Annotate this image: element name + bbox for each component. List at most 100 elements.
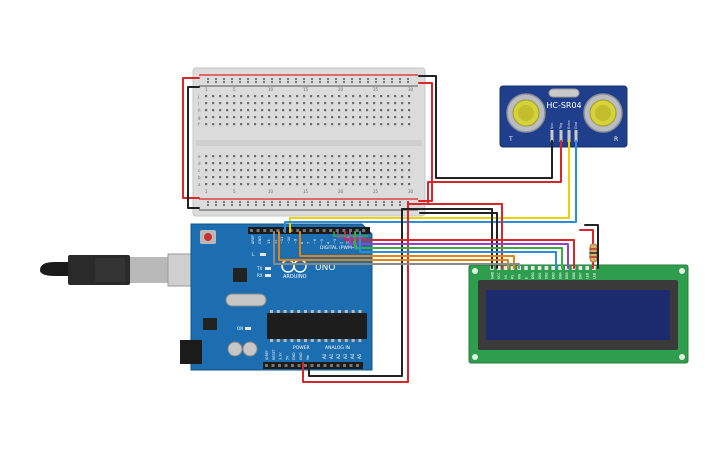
wires <box>182 75 599 383</box>
lcd-pin-label: DB6 <box>572 272 576 279</box>
lcd-pin-label: E <box>524 277 528 279</box>
wire-arduino-5v <box>302 201 409 383</box>
lcd-pin-label: DB4 <box>558 272 562 279</box>
arduino-pin-label: 13 <box>267 240 271 244</box>
bb-row-letter: f <box>198 122 200 127</box>
lcd-pin-label: DB7 <box>579 272 583 279</box>
usb-cable-plug <box>40 262 70 276</box>
bb-col-number: 10 <box>268 87 274 92</box>
arduino-brand: ARDUINO <box>283 274 307 280</box>
wire-lcd-db5 <box>354 231 563 269</box>
arduino-pin-label: ~11 <box>280 237 284 244</box>
sensor-pin[interactable] <box>567 130 571 142</box>
arduino-uno[interactable]: ARDUINO UNO DIGITAL (PWM~) POWER ANALOG … <box>40 223 373 371</box>
sensor-pin[interactable] <box>559 130 563 142</box>
led-label: RX <box>257 273 263 278</box>
led-indicator <box>265 267 271 270</box>
lcd-screen <box>486 290 670 340</box>
sensor-pin-label: Vcc <box>550 123 554 129</box>
sensor-model-label: HC-SR04 <box>546 101 581 110</box>
wire-lcd-v0 <box>273 231 520 269</box>
lcd-pin[interactable] <box>551 266 555 270</box>
arduino-power-pin-label: GND <box>299 352 303 360</box>
lcd-pin-label: DB1 <box>538 272 542 279</box>
lcd-pin-label: LED <box>586 272 590 279</box>
bb-row-letter: c <box>198 168 200 173</box>
wire-lcd-e <box>299 231 515 269</box>
wire-sensor-echo <box>289 140 570 233</box>
led-label: TX <box>256 266 262 271</box>
lcd-pin[interactable] <box>558 266 562 270</box>
arduino-analog-pin-label: A1 <box>329 353 334 359</box>
wire-sensor-gnd <box>418 75 553 179</box>
bb-row-letter: e <box>198 154 201 159</box>
analog-label: ANALOG IN <box>325 345 350 351</box>
lcd-pin[interactable] <box>565 266 569 270</box>
lcd-pin[interactable] <box>544 266 549 270</box>
lcd-pin[interactable] <box>531 266 535 270</box>
lcd-pin-label: LED <box>592 272 596 279</box>
bb-col-number: 15 <box>303 87 309 92</box>
arduino-pin-label: ~10 <box>287 237 291 244</box>
wire-led-supply <box>579 229 594 245</box>
led-indicator <box>245 327 251 330</box>
sensor-pin[interactable] <box>574 130 578 142</box>
bb-col-number: 1 <box>205 87 208 92</box>
bb-row-letter: a <box>198 182 201 187</box>
arduino-pin-label: 8 <box>300 242 304 244</box>
bb-row-letter: d <box>198 161 201 166</box>
sensor-pin[interactable] <box>550 130 554 142</box>
wire-lcd-vcc <box>407 203 503 269</box>
lcd-pin[interactable] <box>503 266 508 270</box>
bb-col-number: 1 <box>205 189 208 194</box>
arduino-analog-pin-label: A2 <box>336 353 341 359</box>
lcd-pin-label: V0 <box>504 275 508 279</box>
lcd-pin-label: GND <box>490 271 494 279</box>
lcd-pin[interactable] <box>510 266 515 270</box>
arduino-pin-label: ~6 <box>313 239 317 244</box>
wire-red-rail-right <box>418 82 433 202</box>
bb-col-number: 10 <box>268 189 274 194</box>
lcd-pin[interactable] <box>537 266 542 270</box>
lcd-pin-label: RS <box>511 275 515 279</box>
arduino-power-pin-label: Vin <box>306 355 310 360</box>
arduino-analog-pin-label: A0 <box>322 353 327 359</box>
bb-row-letter: h <box>198 108 201 113</box>
lcd-pin[interactable] <box>578 266 583 270</box>
wire-lcd-db6 <box>349 231 569 269</box>
arduino-pin-label: 7 <box>307 242 311 244</box>
lcd-pin[interactable] <box>524 266 528 270</box>
arduino-analog-pin-label: A4 <box>350 353 355 359</box>
bb-col-number: 5 <box>233 189 236 194</box>
bb-col-number: 30 <box>408 189 414 194</box>
lcd-pin-label: DB0 <box>531 272 535 279</box>
wire-led-gnd <box>584 224 599 269</box>
arduino-power-pin-label: 3.3V <box>279 352 283 360</box>
arduino-pin-label: ~9 <box>293 239 297 244</box>
wire-lcd-rw <box>419 212 498 269</box>
arduino-pin-label: ~3 <box>333 239 337 244</box>
arduino-power-pin-label: 5V <box>285 355 289 360</box>
sensor-corner-r: R <box>614 136 618 143</box>
lcd-pin[interactable] <box>497 266 501 270</box>
bb-col-number: 25 <box>373 189 379 194</box>
led-indicator <box>265 274 271 277</box>
arduino-power-pin-label: IOREF <box>265 350 269 360</box>
lcd-pin-label: VCC <box>497 272 501 279</box>
arduino-pin-label: 4 <box>326 241 330 244</box>
wire-black-rail-left <box>187 86 200 209</box>
bb-col-number: 25 <box>373 87 379 92</box>
lcd-pin-label: DB2 <box>545 272 549 279</box>
arduino-pin-label: 2 <box>340 242 344 244</box>
bb-col-number: 5 <box>233 87 236 92</box>
lcd-pin[interactable] <box>585 266 589 270</box>
led-label: ON <box>237 326 243 331</box>
arduino-power-pin-label: GND <box>292 352 296 360</box>
bb-col-number: 15 <box>303 189 309 194</box>
arduino-power-pin-label: RESET <box>272 348 276 360</box>
sensor-pin-label: Echo <box>567 121 571 130</box>
